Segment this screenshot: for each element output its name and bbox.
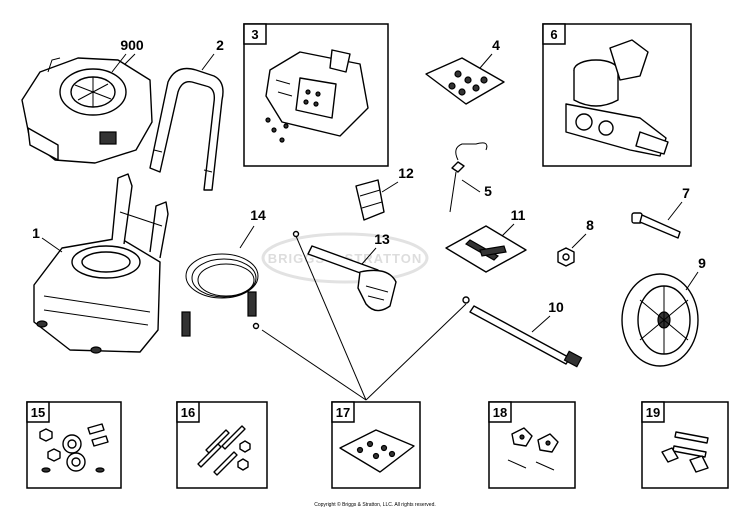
part-frame[interactable]	[33, 173, 169, 354]
leader-5	[461, 179, 481, 193]
part-dipstick[interactable]	[449, 142, 488, 213]
part-spray-wand[interactable]	[462, 296, 583, 368]
part-pump	[565, 39, 669, 157]
callout-12: 12	[398, 165, 414, 181]
kit-label-18: 18	[493, 405, 507, 420]
callout-7: 7	[682, 185, 690, 201]
leader-2	[201, 53, 215, 71]
leader-13	[361, 247, 377, 265]
leader-4	[479, 53, 493, 69]
callout-9: 9	[698, 255, 706, 271]
leader-14	[239, 225, 255, 249]
leader-12	[381, 181, 399, 193]
part-hardware-bag-4[interactable]	[425, 57, 505, 105]
leader-10	[531, 315, 551, 333]
callout-5: 5	[484, 183, 492, 199]
callout-13: 13	[374, 231, 390, 247]
kit-box-17[interactable]	[331, 401, 421, 489]
copyright-notice: Copyright © Briggs & Stratton, LLC. All …	[314, 501, 436, 508]
leader-8	[571, 233, 587, 249]
part-control-panel	[265, 49, 369, 143]
kit-18-contents	[507, 427, 559, 471]
kit-box-6[interactable]	[542, 23, 692, 167]
part-engine[interactable]	[21, 53, 153, 164]
kit-box-19[interactable]	[641, 401, 729, 489]
kit-label-19: 19	[646, 405, 660, 420]
kit-label-16: 16	[181, 405, 195, 420]
kit-17-contents	[339, 429, 415, 473]
kit-box-3[interactable]	[243, 23, 389, 167]
kit-19-contents	[661, 431, 709, 473]
leader-900	[111, 53, 127, 73]
callout-4: 4	[492, 37, 500, 53]
part-spray-gun[interactable]	[307, 245, 397, 312]
kit-box-16[interactable]	[176, 401, 268, 489]
part-handle[interactable]	[149, 67, 224, 191]
callout-11: 11	[511, 207, 526, 223]
callout-8: 8	[586, 217, 594, 233]
callout-1: 1	[32, 225, 40, 241]
part-nut[interactable]	[557, 247, 575, 267]
leader-9	[685, 271, 699, 291]
kit-label-15: 15	[31, 405, 45, 420]
leader-7	[667, 201, 683, 221]
kit-label-17: 17	[336, 405, 350, 420]
callout-900: 900	[120, 37, 144, 53]
part-wheel[interactable]	[621, 273, 699, 367]
leader-11	[501, 223, 515, 237]
part-gun-holder[interactable]	[355, 179, 385, 221]
kit-label-3: 3	[251, 27, 258, 42]
kit-17-leaders	[261, 230, 467, 401]
callout-10: 10	[548, 299, 564, 315]
kit-label-6: 6	[550, 27, 557, 42]
kit-16-contents	[197, 425, 251, 476]
kit-box-18[interactable]	[488, 401, 576, 489]
part-axle-bolt[interactable]	[631, 212, 681, 239]
callout-2: 2	[216, 37, 224, 53]
part-hose[interactable]	[181, 253, 260, 337]
kit-15-contents	[39, 423, 109, 473]
kit-box-15[interactable]	[26, 401, 122, 489]
callout-14: 14	[250, 207, 266, 223]
leader-1	[41, 237, 63, 253]
part-nozzle-bag[interactable]	[445, 225, 527, 273]
